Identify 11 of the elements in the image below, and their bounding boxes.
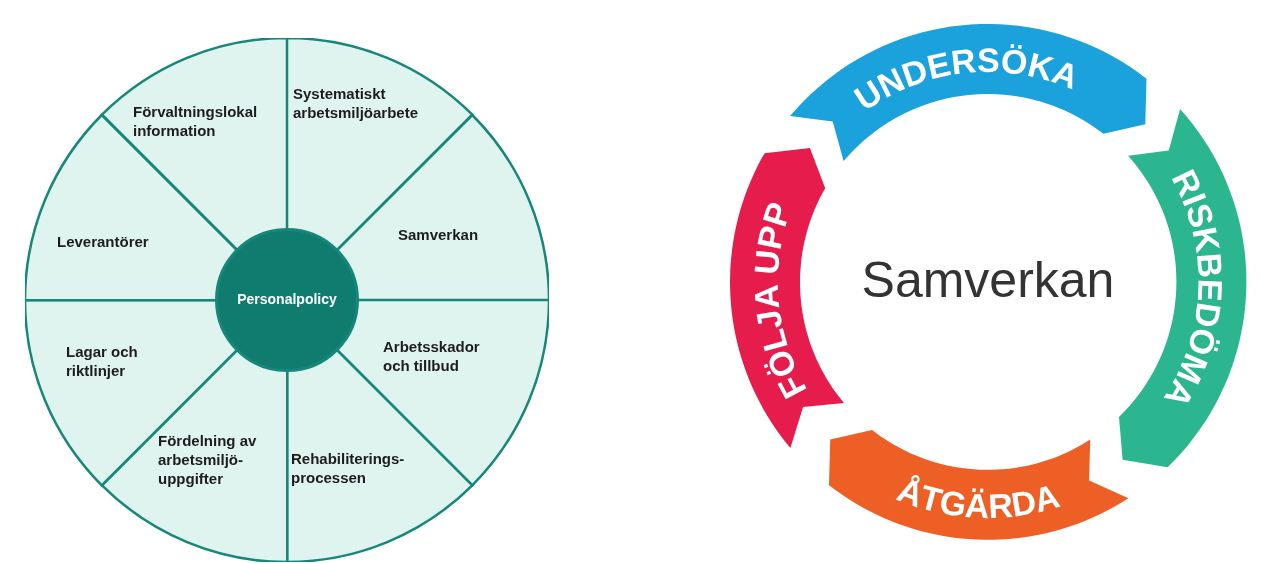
sector-label: Lagar och riktlinjer (66, 342, 139, 380)
sector-label: Förvaltningslokal information (133, 102, 259, 140)
sector-label: Fördelning av arbetsmiljö- uppgifter (158, 431, 258, 488)
center-title: Samverkan (860, 252, 1116, 308)
sector-label: Leverantörer (57, 232, 150, 251)
center-label: Personalpolicy (236, 290, 338, 309)
band-label: ÅTGÄRDA (892, 470, 1064, 526)
sector-label: Arbetsskador och tillbud (383, 337, 481, 375)
sector-label: Rehabiliterings- processen (291, 449, 406, 487)
sector-label: Systematiskt arbetsmiljöarbete (293, 84, 420, 122)
sector-label: Samverkan (398, 225, 480, 244)
